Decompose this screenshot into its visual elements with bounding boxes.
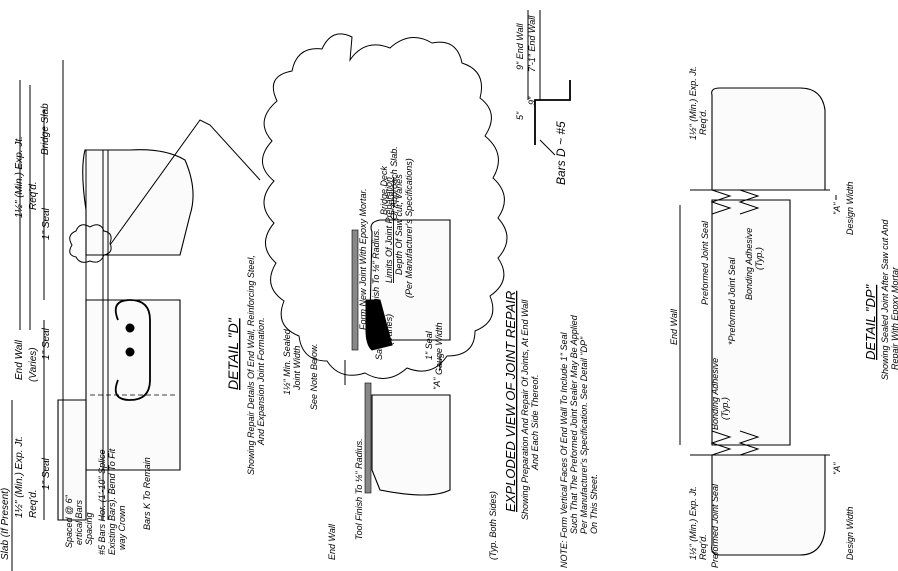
joint-repair-caption-2: And Each Side Thereof. (530, 374, 540, 471)
bar-section-1 (125, 323, 135, 333)
detail-d-caption-2: And Expansion Joint Formation. (256, 317, 266, 446)
note-line-3: Per Manufacturer's Specification. See De… (579, 336, 589, 534)
dp-label-bonding-bottom: Bonding Adhesive (710, 358, 720, 430)
label-bridge-deck: Bridge Deck (379, 165, 389, 215)
label-bridge-slab: Bridge Slab (40, 103, 51, 155)
label-see-note: See Note Below. (309, 343, 319, 410)
bars-d-dim-5: 5" (515, 111, 525, 120)
bars-d-label: Bars D ~ #5 (554, 121, 568, 185)
note-block: NOTE: Form Vertical Faces Of End Wall To… (559, 314, 599, 568)
label-spacing: Spacing (84, 512, 94, 545)
label-reqd-bottom: Req'd. (28, 489, 39, 518)
joint-repair-title: EXPLODED VIEW OF JOINT REPAIR (503, 291, 518, 512)
bars-d-end-wall-7: 7'-1" End Wall (527, 15, 537, 72)
revision-cloud (262, 33, 508, 379)
label-gauge-width: Gauge Width (434, 323, 444, 375)
label-form-new-joint: Form New Joint With Epoxy Mortar. (358, 188, 368, 330)
dp-end-wall (711, 199, 791, 446)
label-seal-bottom: 1" Seal (41, 457, 52, 490)
dp-label-typ-top: (Typ.) (754, 247, 764, 270)
bar-d-shape (534, 80, 571, 145)
label-approach-slab: Or Approach Slab. (389, 146, 399, 220)
label-seal-top: 1" Seal (41, 207, 52, 240)
label-a-mark: "A" (432, 377, 442, 390)
dp-concrete-top (711, 87, 826, 191)
label-min-sealed: 1½" Min. Sealed (282, 328, 292, 395)
dp-label-reqd-bottom: Req'd. (698, 534, 708, 560)
label-joint-width: Joint Width (292, 346, 302, 391)
dp-label-preformed-top: Preformed Joint Seal (700, 220, 710, 305)
note-line-1: NOTE: Form Vertical Faces Of End Wall To… (559, 332, 569, 568)
label-per-specs: (Per Manufacturer's Specifications) (404, 158, 414, 298)
label-seal-mid: 1" Seal (41, 327, 52, 360)
label-exp-jt-top: 1½" (Min.) Exp. Jt. (14, 136, 25, 218)
note-line-2: Such That The Preformed Joint Sealer May… (569, 314, 579, 534)
preformed-seal-top (710, 189, 732, 215)
reinforcing-bar-hook (114, 299, 151, 401)
detail-d-caption-1: Showing Repair Details Of End Wall, Rein… (246, 255, 256, 475)
label-exp-jt-bottom: 1½" (Min.) Exp. Jt. (14, 436, 25, 518)
end-wall-concrete-repair (371, 394, 451, 496)
dp-label-design-width-bottom: Design Width (845, 507, 855, 560)
dp-label-reqd-top: Req'd. (698, 109, 708, 135)
label-saw-cut-area: Saw cut Area (374, 307, 384, 360)
label-depth: Depth Of Saw cut, Varies (394, 174, 404, 275)
detail-dp-caption-2: Repair With Epoxy Mortar (890, 266, 898, 370)
preformed-seal-bottom (710, 430, 732, 456)
dp-label-exp-jt-top: 1½" (Min.) Exp. Jt. (688, 66, 698, 140)
dp-label-preformed-bottom: Preformed Joint Seal (710, 483, 720, 568)
dp-label-end-wall: End Wall (669, 308, 679, 345)
bars-d-dim-9: 9" (527, 96, 537, 105)
label-seal: 1" Seal (424, 330, 434, 360)
label-vertical-bars: ertical Bars (74, 499, 84, 545)
label-end-wall: End Wall (14, 339, 25, 380)
detail-d: Bridge Slab 1½" (Min.) Exp. Jt. Req'd. 1… (0, 60, 266, 571)
label-reqd-top: Req'd. (28, 181, 39, 210)
bars-d-detail: 5" 9" 9" End Wall 7'-1" End Wall Bars D … (515, 10, 571, 185)
detail-dp-caption-1: Showing Sealed Joint After Saw cut And (880, 219, 890, 380)
dp-label-exp-jt-bottom: 1½" (Min.) Exp. Jt. (688, 486, 698, 560)
label-limits: Limits Of Joint Preparation (384, 177, 394, 283)
label-slab-if-present: Slab (If Present) (0, 488, 11, 560)
label-tool-finish-r: Tool Finish To ⅛" Radius. (354, 438, 364, 540)
dp-label-a-top: "A" (832, 202, 842, 215)
epoxy-mortar-fill (365, 299, 393, 351)
label-end-wall-repair: End Wall (327, 523, 337, 560)
label-spaced: Spaced @ 6" (64, 494, 74, 548)
label-tool-finish-8: Tool Finish To ⅛" Radius. (371, 228, 381, 330)
dp-label-design-width-top: Design Width (845, 182, 855, 235)
joint-repair-view: Form New Joint With Epoxy Mortar. Tool F… (262, 33, 540, 560)
detail-dp-title: DETAIL "DP" (863, 283, 878, 360)
detail-dp: 1½" (Min.) Exp. Jt. Req'd. End Wall Pref… (669, 66, 898, 568)
label-bars-hor: #5 Bars Hor. (1'-10" Splice (97, 449, 107, 555)
dp-label-bonding-top: Bonding Adhesive (744, 228, 754, 300)
dp-concrete-bottom (711, 454, 826, 556)
detail-d-title: DETAIL "D" (225, 317, 241, 390)
bridge-slab-concrete (82, 149, 194, 256)
joint-repair-caption-1: Showing Preparation And Repair Of Joints… (520, 299, 530, 520)
note-line-4: On This Sheet. (589, 474, 599, 534)
bar-section-2 (125, 347, 135, 357)
dp-label-a-bottom: "A" (832, 462, 842, 475)
dp-label-preformed-star: *Preformed Joint Seal (727, 256, 737, 345)
dp-label-typ-bottom: (Typ.) (720, 397, 730, 420)
revision-cloud-small (69, 224, 112, 263)
label-bars-k: Bars K To Remain (142, 457, 152, 530)
label-varies: (Varies) (28, 347, 39, 382)
label-typ-both-sides: (Typ. Both Sides) (488, 491, 498, 560)
label-way-crown: way Crown (117, 505, 127, 550)
bars-d-end-wall-9: 9" End Wall (515, 22, 525, 70)
label-existing-bars: Existing Bars). Bend To Fit (107, 448, 117, 555)
label-saw-varies: (Varies) (384, 314, 394, 345)
